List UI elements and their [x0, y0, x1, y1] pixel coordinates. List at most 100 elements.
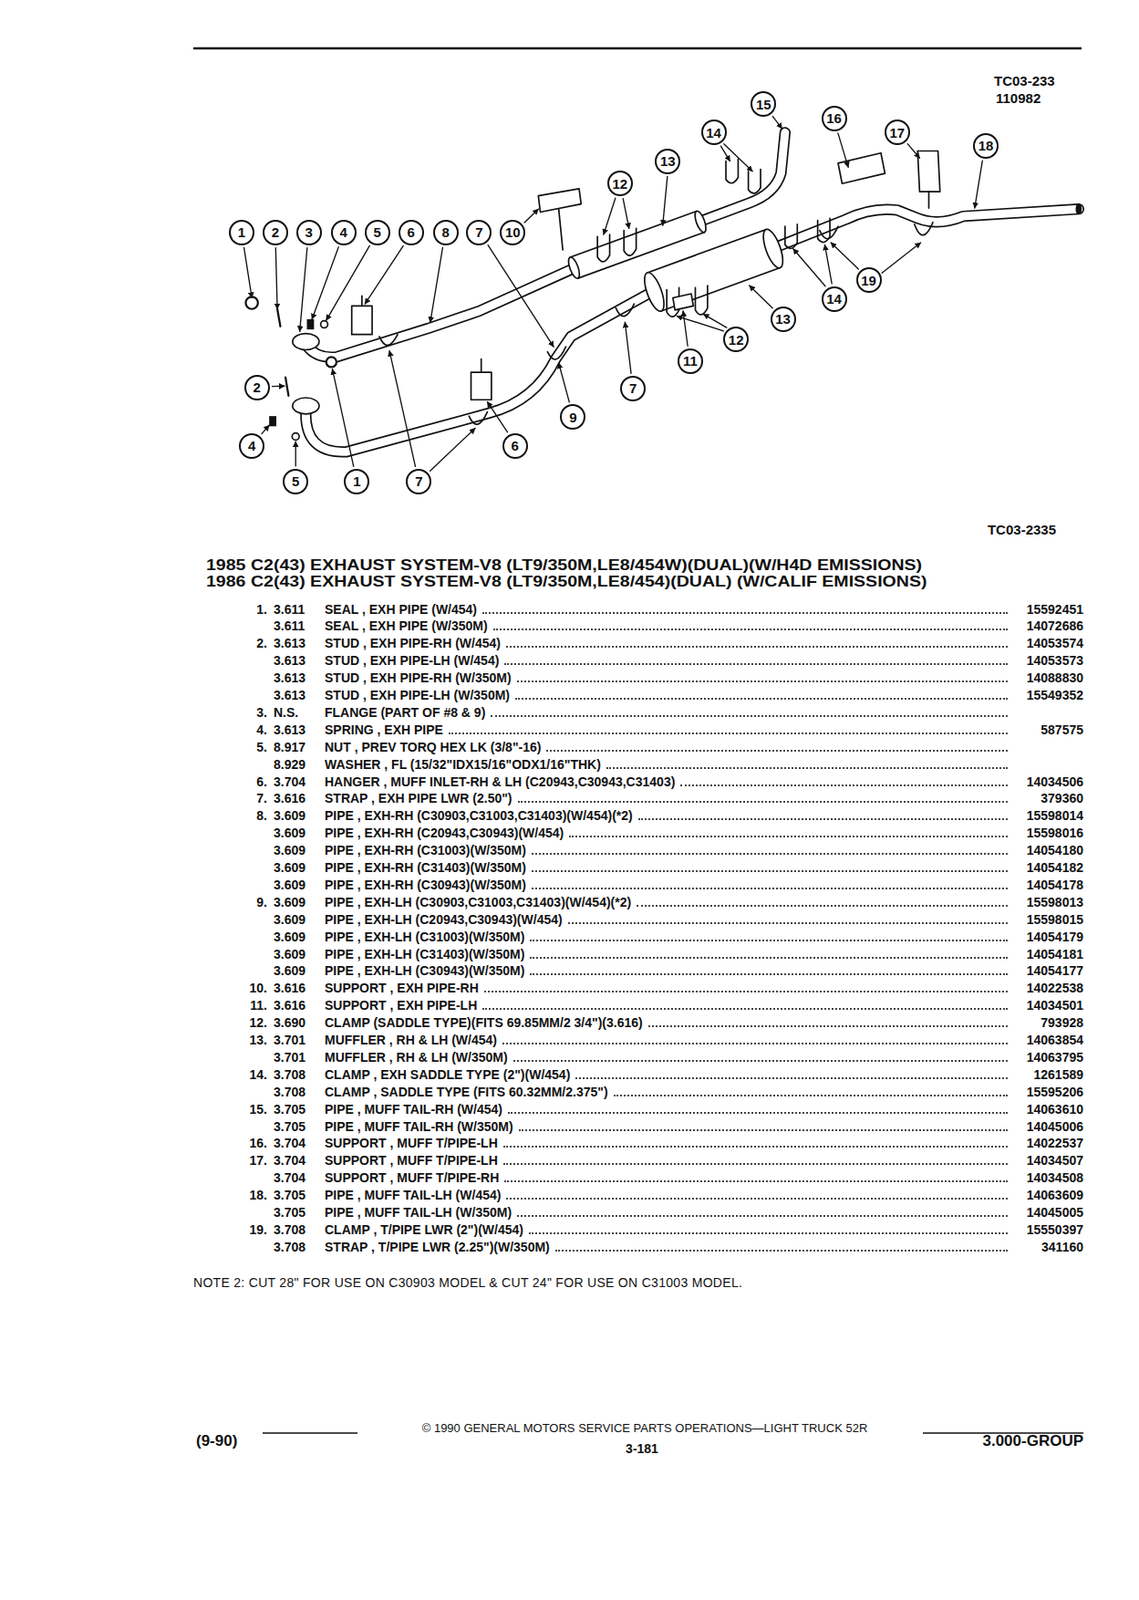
- group-code: 3.704: [273, 1135, 306, 1150]
- callout-circle: 3: [296, 219, 322, 246]
- callout-number: 9: [569, 410, 577, 425]
- group-code: 3.613: [273, 652, 306, 668]
- part-description: SUPPORT , MUFF T/PIPE-RH: [324, 1170, 499, 1185]
- leader-dots: [531, 887, 1008, 890]
- leader-dots: [504, 662, 1008, 665]
- pipe-end: [1075, 203, 1082, 215]
- leader-line: [275, 248, 278, 310]
- item-number: 8.: [256, 807, 268, 823]
- spring: [307, 319, 315, 330]
- group-code: 3.609: [273, 807, 306, 823]
- leader-dots: [529, 973, 1008, 975]
- callout-number: 12: [611, 176, 628, 191]
- leader-dots: [648, 1025, 1008, 1027]
- part-description: SUPPORT , EXH PIPE-LH: [324, 997, 477, 1013]
- part-number: 15598014: [1026, 807, 1084, 823]
- group-code: 3.609: [273, 842, 306, 858]
- callout-circle: 19: [856, 267, 882, 293]
- support-rod: [559, 208, 563, 250]
- group-code: N.S.: [273, 704, 299, 720]
- leader-dots: [517, 680, 1008, 683]
- part-number: 15595206: [1026, 1084, 1084, 1099]
- callout-circle: 4: [238, 433, 265, 459]
- group-code: 3.704: [273, 773, 306, 788]
- part-number: 793928: [1040, 1014, 1084, 1030]
- leader-dots: [575, 1076, 1008, 1079]
- exhaust-pipe: [305, 268, 574, 358]
- part-description: SUPPORT , EXH PIPE-RH: [324, 980, 479, 995]
- part-description: HANGER , MUFF INLET-RH & LH (C20943,C309…: [324, 773, 675, 788]
- group-code: 8.917: [273, 739, 306, 755]
- part-number: 15549352: [1026, 687, 1084, 703]
- part-description: CLAMP , EXH SADDLE TYPE (2")(W/454): [324, 1066, 570, 1082]
- part-description: PIPE , EXH-LH (C31003)(W/350M): [324, 929, 525, 944]
- group-code: 3.704: [273, 1152, 306, 1168]
- callout-number: 18: [978, 138, 995, 153]
- callout-number: 7: [629, 381, 637, 395]
- group-code: 3.616: [273, 790, 306, 806]
- item-number: 2.: [256, 635, 268, 651]
- group-code: 3.613: [273, 635, 306, 651]
- leader-line: [430, 247, 444, 322]
- group-code: 8.929: [273, 756, 306, 772]
- leader-dots: [606, 766, 1008, 769]
- group-code: 3.609: [273, 825, 306, 840]
- callout-number: 13: [775, 311, 791, 326]
- strap: [615, 303, 634, 317]
- part-description: SUPPORT , MUFF T/PIPE-LH: [324, 1152, 498, 1168]
- part-number: 14054181: [1026, 945, 1084, 961]
- leader-line: [559, 362, 570, 403]
- part-description: SEAL , EXH PIPE (W/454): [324, 600, 477, 616]
- leader-dots: [613, 1094, 1008, 1097]
- callout-number: 7: [414, 474, 423, 488]
- part-description: CLAMP , SADDLE TYPE (FITS 60.32MM/2.375"…: [324, 1084, 609, 1099]
- callout-number: 2: [253, 380, 261, 394]
- group-code: 3.609: [273, 929, 306, 944]
- leader-line: [331, 369, 353, 467]
- leader-line: [486, 401, 508, 432]
- gasket: [245, 296, 258, 309]
- part-number: 14054177: [1026, 962, 1084, 978]
- part-description: SPRING , EXH PIPE: [324, 722, 444, 737]
- callout-number: 8: [441, 225, 449, 239]
- item-number: 12.: [249, 1014, 268, 1030]
- callout-circle: 4: [331, 219, 357, 246]
- part-description: STUD , EXH PIPE-LH (W/454): [324, 652, 499, 668]
- group-code: 3.613: [273, 687, 306, 703]
- support-bracket: [673, 293, 694, 311]
- footer-rule: [262, 1431, 358, 1434]
- page-number: 3-181: [625, 1440, 659, 1456]
- callout-number: 14: [826, 291, 842, 306]
- part-number: 14053573: [1026, 652, 1084, 668]
- part-number: 14054179: [1026, 929, 1084, 944]
- callout-number: 14: [705, 125, 722, 140]
- nut: [291, 433, 300, 441]
- leader-line: [974, 160, 983, 208]
- leader-dots: [569, 835, 1008, 838]
- leader-line: [662, 176, 668, 226]
- leader-line: [300, 248, 308, 332]
- strap: [468, 412, 487, 425]
- part-number: 14063795: [1026, 1049, 1084, 1065]
- item-number: 14.: [249, 1066, 268, 1082]
- part-description: PIPE , EXH-RH (C31003)(W/350M): [324, 842, 527, 858]
- item-number: 4.: [256, 722, 268, 737]
- callout-circle: 16: [821, 105, 848, 132]
- callout-circle: 10: [499, 219, 526, 246]
- figure-code: TC03-233: [994, 72, 1056, 89]
- leader-line: [824, 244, 832, 284]
- part-description: PIPE , EXH-LH (C31403)(W/350M): [324, 945, 525, 961]
- leader-dots: [482, 611, 1008, 614]
- callout-number: 5: [372, 225, 381, 239]
- hanger: [471, 359, 492, 401]
- strap: [379, 334, 398, 346]
- part-number: 14022538: [1026, 980, 1084, 995]
- group-code: 3.609: [273, 894, 306, 910]
- leader-dots: [502, 1042, 1008, 1045]
- part-description: PIPE , EXH-RH (C30943)(W/350M): [324, 877, 527, 892]
- callout-circle: 7: [405, 468, 432, 495]
- flange: [292, 333, 320, 351]
- callout-circle: 2: [262, 219, 289, 246]
- part-number: 14034501: [1026, 997, 1084, 1013]
- item-number: 11.: [249, 997, 268, 1013]
